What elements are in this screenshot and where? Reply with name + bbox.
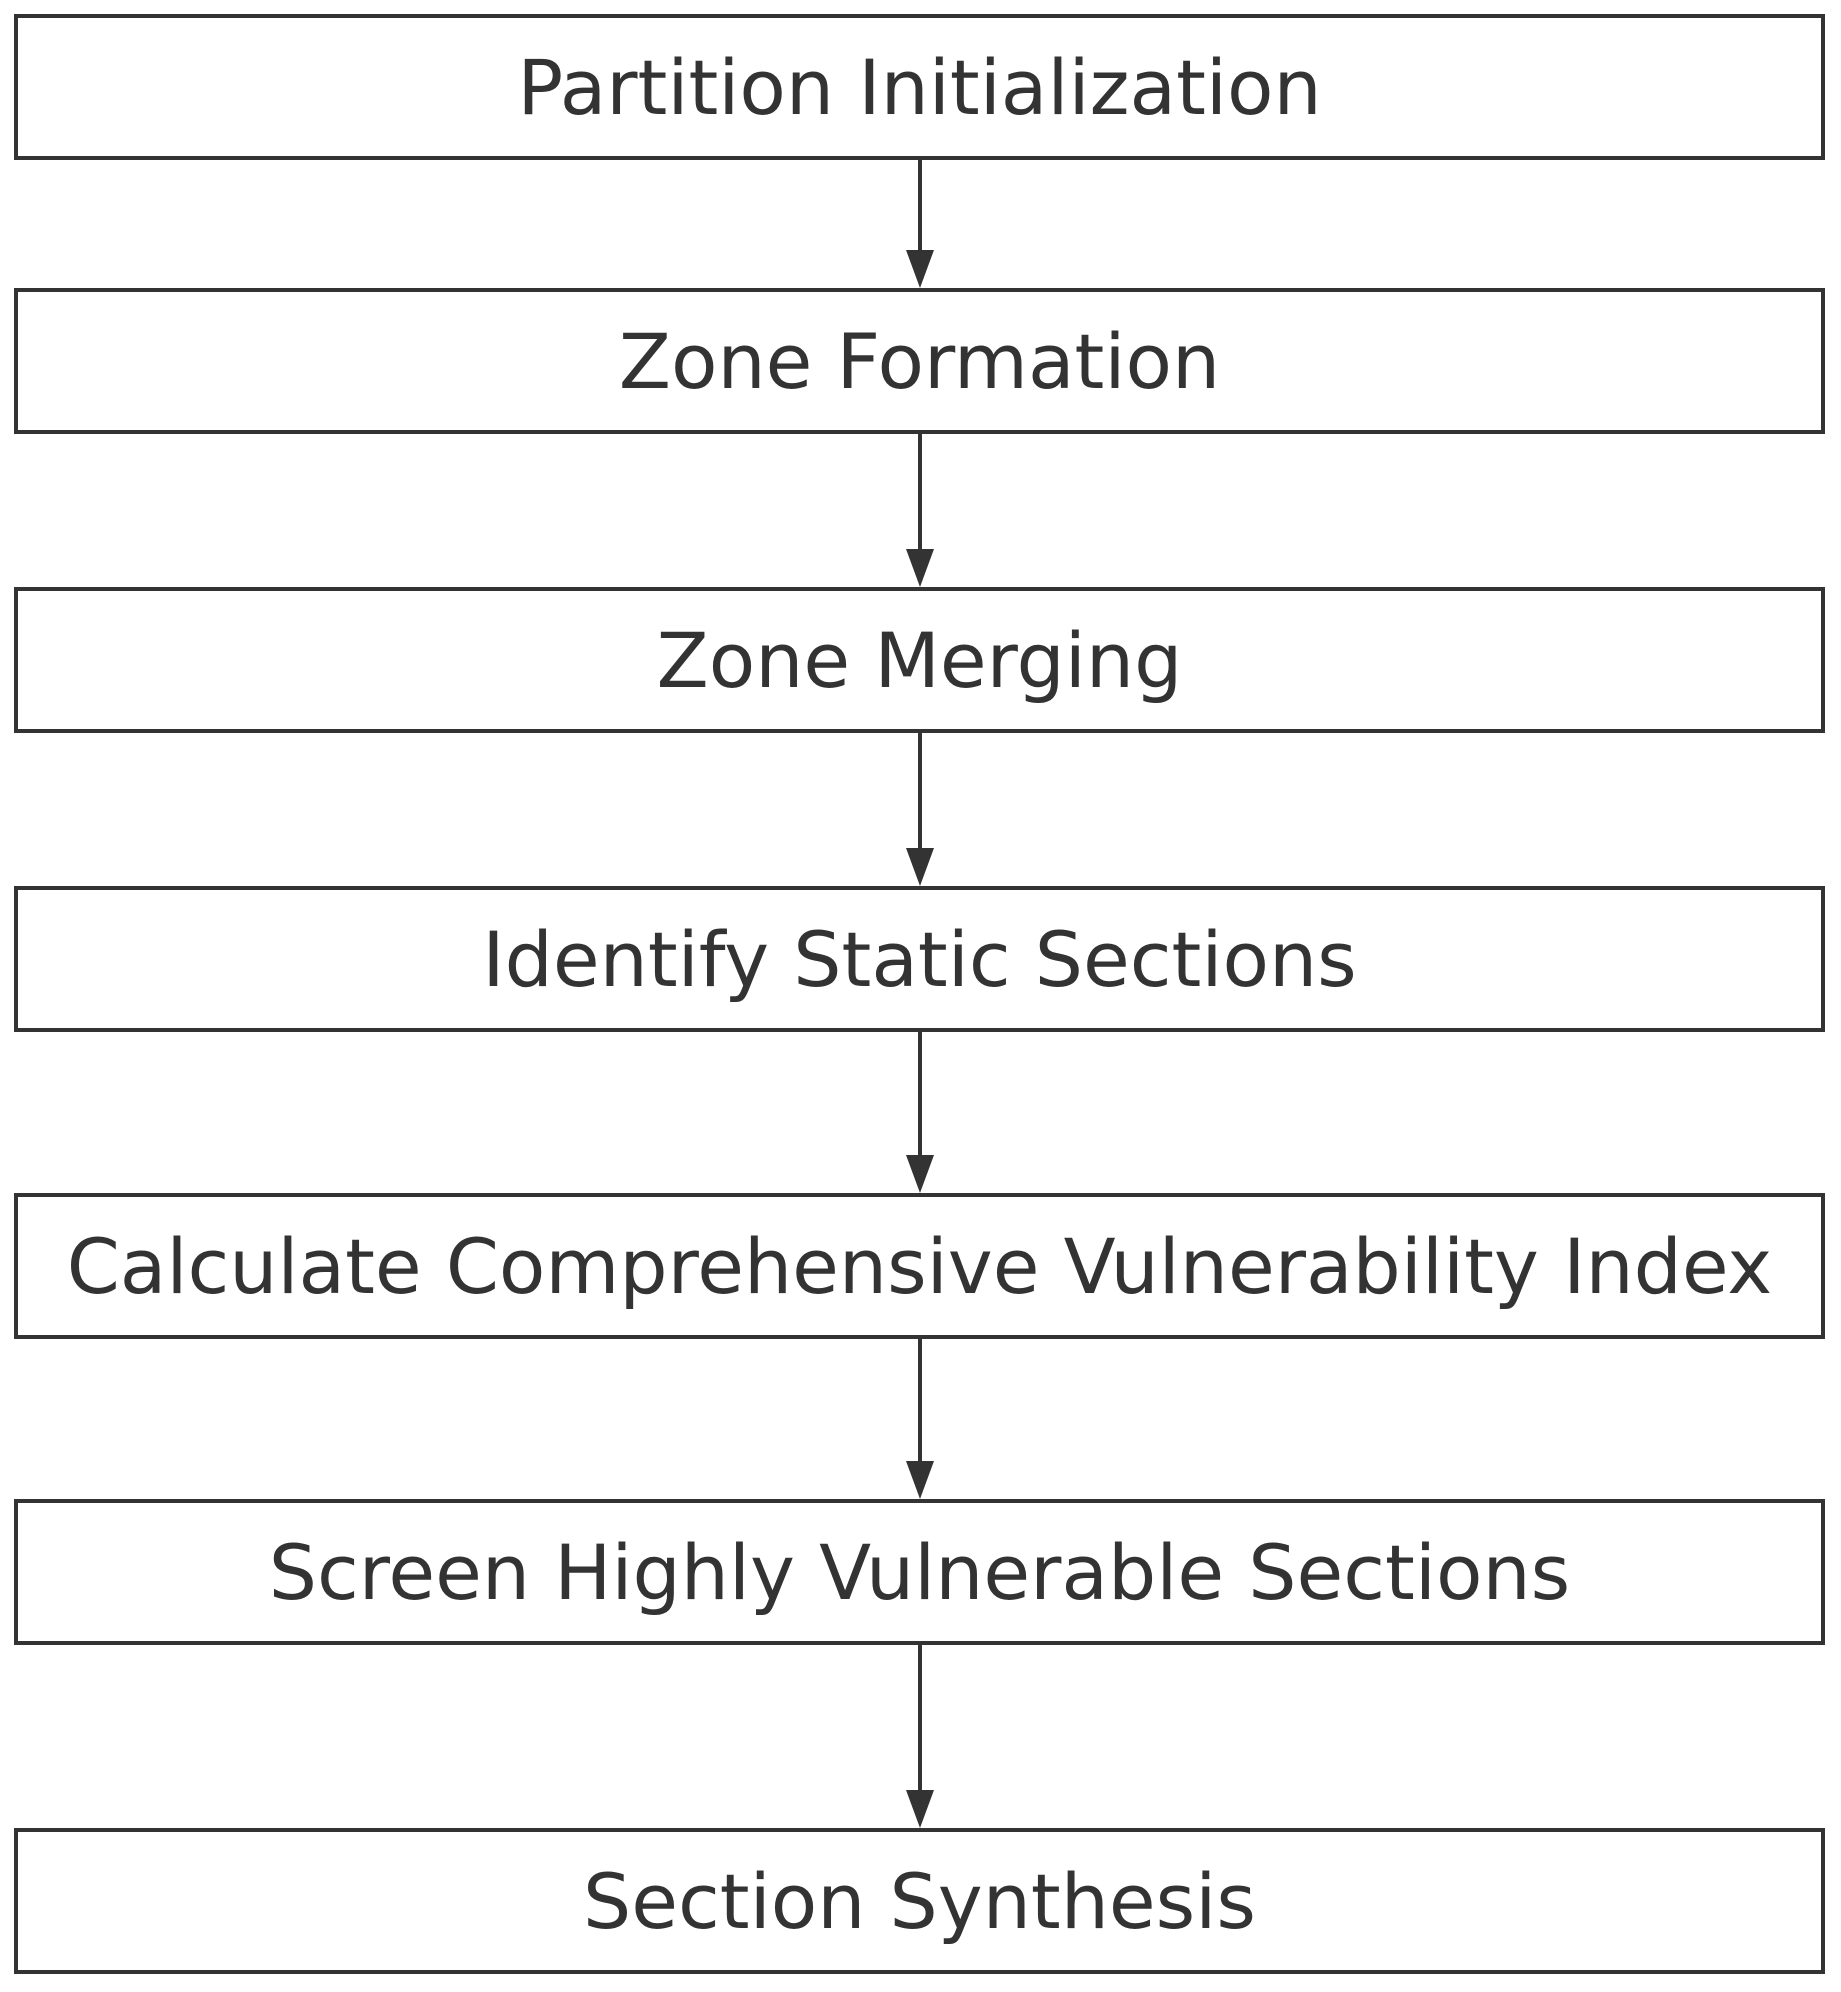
arrow-head — [906, 1155, 934, 1193]
arrow-head — [906, 1790, 934, 1828]
flow-arrow — [906, 1339, 934, 1499]
arrow-head — [906, 848, 934, 886]
step-label: Partition Initialization — [517, 42, 1322, 132]
arrow-head — [906, 549, 934, 587]
flow-arrow — [906, 434, 934, 587]
arrow-head — [906, 1461, 934, 1499]
arrow-head — [906, 250, 934, 288]
step-zone-merging: Zone Merging — [14, 587, 1825, 733]
step-label: Calculate Comprehensive Vulnerability In… — [66, 1221, 1773, 1311]
step-identify-static-sections: Identify Static Sections — [14, 886, 1825, 1032]
step-calculate-comprehensive-vulnerability-index: Calculate Comprehensive Vulnerability In… — [14, 1193, 1825, 1339]
step-label: Zone Formation — [618, 316, 1221, 406]
flow-arrow — [906, 160, 934, 288]
step-partition-initialization: Partition Initialization — [14, 14, 1825, 160]
step-section-synthesis: Section Synthesis — [14, 1828, 1825, 1974]
step-label: Identify Static Sections — [482, 914, 1357, 1004]
step-label: Zone Merging — [656, 615, 1183, 705]
flow-arrow — [906, 733, 934, 886]
flow-arrow — [906, 1032, 934, 1193]
step-zone-formation: Zone Formation — [14, 288, 1825, 434]
step-label: Section Synthesis — [583, 1856, 1256, 1946]
step-label: Screen Highly Vulnerable Sections — [268, 1527, 1571, 1617]
flow-arrow — [906, 1645, 934, 1828]
step-screen-highly-vulnerable-sections: Screen Highly Vulnerable Sections — [14, 1499, 1825, 1645]
